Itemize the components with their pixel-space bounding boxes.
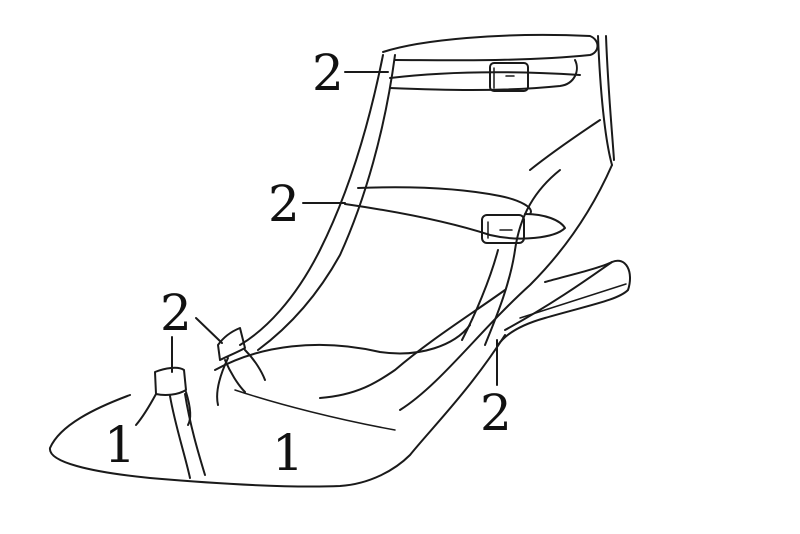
label-instep-strap: 2: [268, 175, 300, 233]
back-strap: [461, 35, 615, 346]
ankle-strap: [382, 33, 599, 92]
label-back-counter: 2: [480, 384, 512, 442]
shoe-body: [49, 164, 613, 488]
label-vamp: 1: [272, 424, 304, 482]
instep-strap: [344, 186, 566, 244]
leader-lines: [171, 71, 498, 386]
label-vamp-bow: 2: [160, 284, 192, 342]
label-ankle-strap: 2: [312, 44, 344, 102]
vamp-bow: [216, 327, 266, 406]
front-strap: [239, 54, 396, 351]
toe-bow: [135, 366, 206, 479]
heel: [497, 259, 631, 346]
label-toe: 1: [104, 416, 136, 474]
